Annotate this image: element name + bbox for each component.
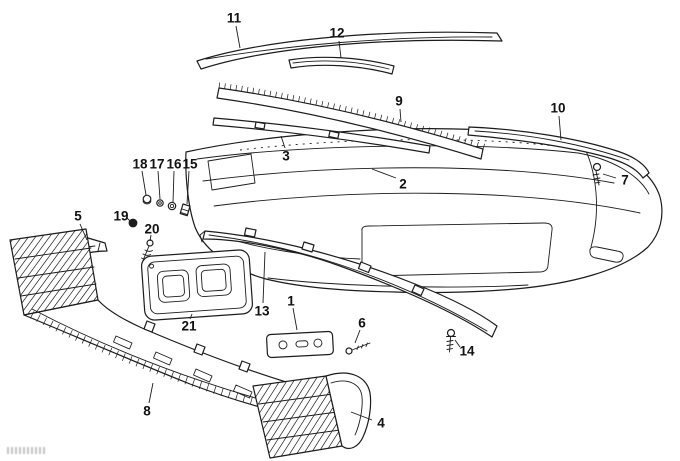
part-16-nut	[167, 201, 177, 211]
part-12-trim-insert	[288, 56, 395, 75]
part-18-cap-nut	[142, 194, 152, 205]
part-3-mounting-strip	[212, 117, 431, 154]
callout-number-9: 9	[395, 94, 403, 109]
callout-number-21: 21	[181, 319, 197, 334]
callout-leader-16	[172, 170, 175, 203]
callout-leader-19	[126, 217, 131, 222]
callout-leader-7	[602, 173, 617, 179]
part-21-license-plate-base	[140, 249, 254, 321]
callout-leader-5	[79, 223, 88, 241]
callout-number-6: 6	[358, 316, 366, 331]
grille-end-duct	[325, 372, 372, 449]
callout-number-10: 10	[550, 101, 565, 116]
part-4-grille	[252, 372, 372, 459]
part-11-upper-trim-strip	[196, 31, 503, 70]
part-6-screw	[345, 342, 371, 355]
callout-number-17: 17	[149, 157, 164, 172]
callout-leader-10	[558, 115, 562, 141]
callout-number-14: 14	[459, 344, 475, 359]
callout-leader-12	[338, 40, 342, 59]
callout-leader-14	[454, 339, 461, 348]
callout-number-16: 16	[166, 157, 182, 172]
callout-number-19: 19	[113, 209, 128, 224]
callout-leader-18	[141, 170, 147, 196]
part-17-washer	[156, 199, 164, 207]
callout-leader-6	[354, 329, 361, 344]
callout-leader-2	[371, 168, 397, 179]
part-9-serrated-strip	[216, 82, 485, 160]
callout-leader-20	[149, 234, 152, 242]
callout-leader-3	[280, 135, 286, 149]
callout-leader-4	[350, 411, 373, 421]
callout-number-1: 1	[287, 294, 295, 309]
part-7-screw	[592, 162, 602, 186]
callout-number-18: 18	[132, 157, 148, 172]
callout-leader-21	[189, 313, 193, 320]
corner-marking	[7, 447, 45, 454]
plate-screw-hole	[149, 263, 155, 269]
callout-number-3: 3	[282, 149, 290, 164]
part-19-grommet	[128, 218, 138, 228]
callout-leader-11	[235, 25, 241, 49]
callout-number-4: 4	[377, 416, 385, 431]
callout-number-5: 5	[74, 209, 82, 224]
part-15-stud	[179, 203, 191, 217]
callout-leader-9	[399, 108, 402, 123]
part-13-lower-strip	[199, 227, 498, 338]
callout-number-15: 15	[182, 157, 198, 172]
callout-leader-15	[186, 170, 190, 205]
callout-number-13: 13	[254, 304, 270, 319]
callout-leader-1	[292, 307, 298, 331]
serration-teeth	[218, 82, 485, 150]
part-14-bolt	[446, 328, 456, 353]
callout-number-8: 8	[143, 404, 151, 419]
callout-number-7: 7	[621, 173, 629, 188]
callout-leader-13	[262, 251, 266, 304]
callout-leader-17	[157, 170, 161, 200]
callout-number-11: 11	[227, 11, 242, 26]
part-1-bracket	[266, 330, 334, 359]
callout-leader-8	[148, 382, 154, 404]
callout-number-12: 12	[329, 26, 344, 41]
callout-number-20: 20	[144, 222, 159, 237]
callout-number-2: 2	[399, 177, 407, 192]
